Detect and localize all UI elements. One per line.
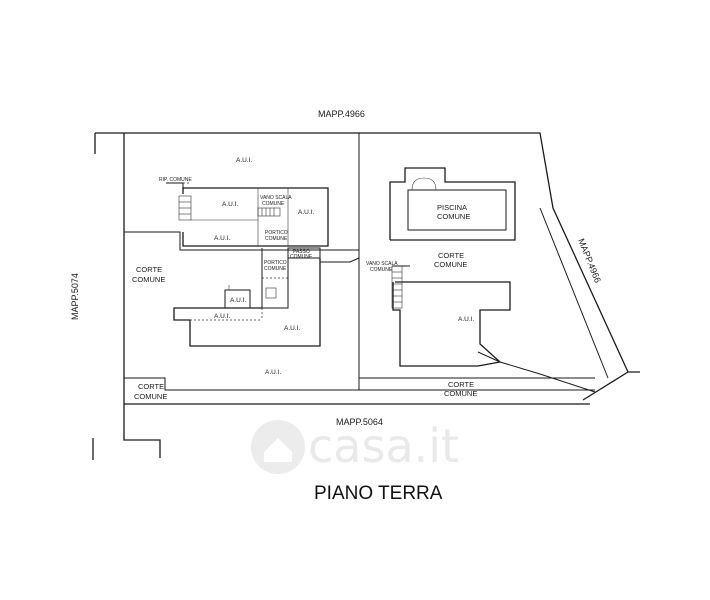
corte-label-southwest: CORTE [138,382,164,391]
vano-scala-comune-label: COMUNE [262,201,285,207]
aui-label-south: A.U.I. [265,369,281,376]
vano-scala-label: VANO SCALA [260,195,292,201]
aui-label-right-building: A.U.I. [458,316,474,323]
aui-label-west-upper: A.U.I. [222,201,238,208]
parcel-south-label: MAPP.5064 [336,417,383,427]
site-boundary [92,132,640,460]
house-logo-icon [251,420,305,474]
rip-comune-label: RIP. COMUNE [159,177,192,183]
parcel-east-label: MAPP.4966 [576,237,603,284]
aui-label-east-upper: A.U.I. [298,209,314,216]
vano-scala-label-right: VANO SCALA [366,261,398,267]
aui-label-dashed-room: A.U.I. [214,313,230,320]
parcel-west-label: MAPP.5074 [70,273,80,320]
watermark-text: casa.it [308,419,459,473]
main-building [166,182,360,347]
portico-comune-label-lower: COMUNE [264,266,287,272]
internal-lines [124,133,609,393]
corte-label-east: CORTE [438,251,464,260]
corte-label-southeast: CORTE [448,380,474,389]
portico-label-upper: PORTICO [265,230,288,236]
corte-comune-label-southwest: COMUNE [134,392,167,401]
passo-comune-label: COMUNE [290,254,313,260]
parcel-north-label: MAPP.4966 [318,109,365,119]
passo-label: PASSO [293,249,310,255]
aui-label-west-lower: A.U.I. [214,235,230,242]
piscina-comune-label: COMUNE [437,212,470,221]
drawing-title: PIANO TERRA [314,483,443,504]
corte-comune-label-east: COMUNE [434,260,467,269]
vano-scala-comune-label-right: COMUNE [370,267,393,273]
portico-label-lower: PORTICO [264,260,287,266]
aui-label-center: A.U.I. [284,325,300,332]
pool [389,167,516,241]
corte-comune-label-southeast: COMUNE [444,389,477,398]
corte-comune-label-west: COMUNE [132,275,165,284]
right-building [391,265,511,367]
aui-label-small-room: A.U.I. [230,297,246,304]
watermark: casa.it [251,419,459,474]
piscina-label: PISCINA [437,203,467,212]
corte-label-west: CORTE [136,265,162,274]
aui-label-north: A.U.I. [236,157,252,164]
portico-comune-label-upper: COMUNE [265,236,288,242]
